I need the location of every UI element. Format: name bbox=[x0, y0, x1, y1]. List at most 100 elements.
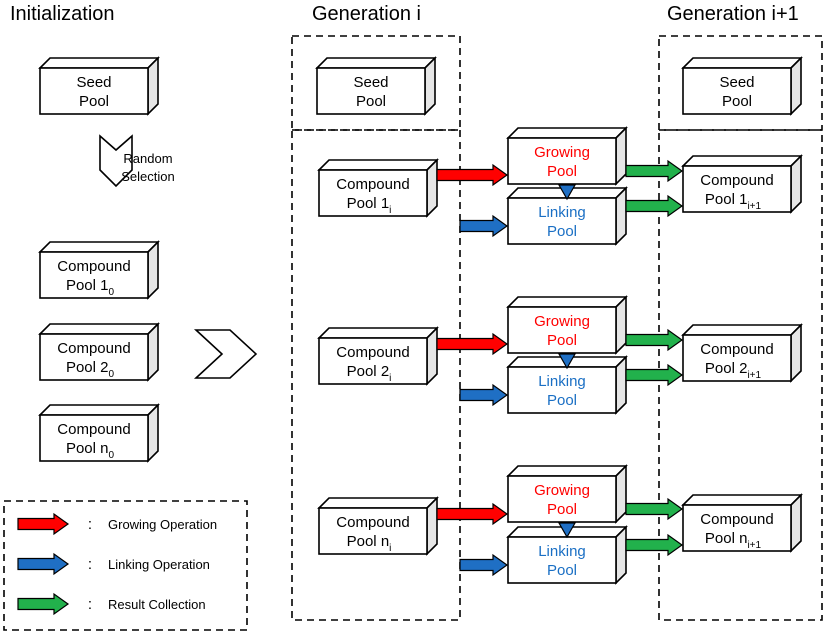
growing-arrow-3 bbox=[436, 502, 509, 526]
init-pool-name-text: Pool bbox=[66, 277, 100, 294]
random-label: Random bbox=[123, 151, 172, 166]
growing-pool-3-side bbox=[615, 464, 627, 524]
growing-pool-label: Pool bbox=[547, 163, 577, 180]
header-generation-next: Generation i+1 bbox=[667, 3, 799, 25]
gen-i-pool-name-subscript: i bbox=[389, 373, 391, 384]
gen-next-compound-pool-2-side bbox=[790, 323, 802, 383]
gen-next-pool-name-text: Pool bbox=[705, 191, 739, 208]
gen-i-compound-pool-1-top bbox=[317, 159, 439, 171]
growing-label: Growing bbox=[534, 313, 590, 330]
init-compound-pool-1-front bbox=[39, 251, 149, 299]
result-arrow-top-1 bbox=[625, 159, 684, 183]
linking-arrow-3 bbox=[459, 553, 509, 577]
seed-pool-gen-i-top bbox=[315, 57, 437, 69]
init-compound-pool-3-top bbox=[38, 404, 160, 416]
seed-pool-gen-i-front bbox=[316, 67, 426, 115]
gen-i-seed-frame bbox=[291, 35, 461, 131]
growing-pool-label: Pool bbox=[547, 501, 577, 518]
seed-pool-init-front bbox=[39, 67, 149, 115]
gen-i-compound-pool-3-top bbox=[317, 497, 439, 509]
gen-i-pool-name: Pool 2i bbox=[347, 363, 392, 384]
gen-next-pool-name: Pool 1i+1 bbox=[705, 191, 762, 212]
legend-arrow-2 bbox=[17, 552, 70, 576]
gen-next-compound-pool-3-front bbox=[682, 504, 792, 552]
gen-i-pool-name: Pool ni bbox=[347, 533, 392, 554]
linking-pool-3-side bbox=[615, 525, 627, 585]
gen-i-pool-name-subscript: i bbox=[389, 543, 391, 554]
init-compound-pool-2-side bbox=[147, 322, 159, 382]
gen-next-compound-pool-2-front bbox=[682, 334, 792, 382]
gen-next-pool-name-subscript: i+1 bbox=[747, 540, 761, 551]
gen-i-compound-pool-3-front bbox=[318, 507, 428, 555]
result-arrow-bottom-2 bbox=[625, 363, 684, 387]
growing-pool-2-top bbox=[506, 296, 628, 308]
growing-pool-3-front bbox=[507, 475, 617, 523]
gen-i-pool-name-index: n bbox=[381, 533, 389, 550]
init-pool-name-text: Pool bbox=[66, 359, 100, 376]
init-pool-name-index: n bbox=[100, 440, 108, 457]
linking-label: Linking bbox=[538, 543, 586, 560]
legend-arrow-1 bbox=[17, 512, 70, 536]
gen-next-pool-name-text: Pool bbox=[705, 530, 739, 547]
transition-chevron-icon bbox=[193, 329, 258, 379]
generation-i-container bbox=[291, 35, 461, 621]
init-pool-name: Pool n0 bbox=[66, 440, 115, 461]
init-pool-name: Pool 20 bbox=[66, 359, 115, 380]
selection-label: Selection bbox=[121, 169, 174, 184]
gen-i-pool-name: Pool 1i bbox=[347, 195, 392, 216]
result-arrow-top-2 bbox=[625, 328, 684, 352]
init-compound-pool-3-front bbox=[39, 414, 149, 462]
growing-label: Growing bbox=[534, 144, 590, 161]
gen-i-pool-name-text: Pool bbox=[347, 195, 381, 212]
header-generation-i: Generation i bbox=[312, 3, 421, 25]
gen-next-pool-name-subscript: i+1 bbox=[747, 370, 761, 381]
compound-label: Compound bbox=[700, 341, 773, 358]
gen-next-pool-name: Pool ni+1 bbox=[705, 530, 762, 551]
seed-label: Seed bbox=[719, 74, 754, 91]
gen-next-compound-pool-1-side bbox=[790, 154, 802, 214]
init-pool-name-text: Pool bbox=[66, 440, 100, 457]
init-compound-pool-2-front bbox=[39, 333, 149, 381]
legend-label-3: Result Collection bbox=[108, 597, 206, 612]
gen-i-compound-pool-2-top bbox=[317, 327, 439, 339]
compound-label: Compound bbox=[57, 258, 130, 275]
operation-arrows bbox=[436, 159, 684, 577]
gen-next-pool-name: Pool 2i+1 bbox=[705, 360, 762, 381]
init-compound-pool-3-side bbox=[147, 403, 159, 463]
seed-label: Seed bbox=[353, 74, 388, 91]
growing-pool-2-side bbox=[615, 295, 627, 355]
legend-label-2: Linking Operation bbox=[108, 557, 210, 572]
growing-pool-3-top bbox=[506, 465, 628, 477]
growing-pool-2-front bbox=[507, 306, 617, 354]
gen-next-compound-pool-1-front bbox=[682, 165, 792, 213]
pool-label: Pool bbox=[722, 93, 752, 110]
result-arrow-bottom-1 bbox=[625, 194, 684, 218]
down-arrow-1 bbox=[557, 184, 577, 201]
growing-pool-1-top bbox=[506, 127, 628, 139]
gen-i-compound-pool-2-front bbox=[318, 337, 428, 385]
gen-i-compound-pool-1-front bbox=[318, 169, 428, 217]
random-selection-chevron-icon bbox=[99, 134, 133, 188]
gen-i-compound-pool-2-side bbox=[426, 326, 438, 386]
init-pool-name-index: 1 bbox=[100, 277, 108, 294]
seed-pool-gen-next-front bbox=[682, 67, 792, 115]
pool-label: Pool bbox=[79, 93, 109, 110]
legend-colon: : bbox=[88, 556, 92, 573]
down-arrow-2 bbox=[557, 353, 577, 370]
growing-arrow-1 bbox=[436, 163, 509, 187]
legend: :Growing Operation:Linking Operation:Res… bbox=[17, 512, 217, 616]
result-arrow-bottom-3 bbox=[625, 533, 684, 557]
init-pool-name: Pool 10 bbox=[66, 277, 115, 298]
